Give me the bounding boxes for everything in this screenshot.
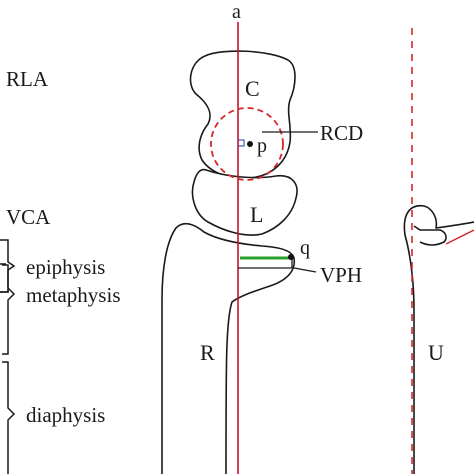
point-p-label: p bbox=[257, 135, 267, 157]
bone-l bbox=[191, 168, 298, 236]
bone-c-label: C bbox=[245, 76, 260, 101]
axis-label-a: a bbox=[232, 1, 241, 23]
bone-r-label: R bbox=[200, 340, 215, 365]
rcd-label: RCD bbox=[320, 121, 363, 145]
point-q bbox=[288, 254, 294, 260]
epiphysis-label: epiphysis bbox=[26, 255, 105, 279]
bone-u bbox=[403, 205, 474, 474]
vph-leader bbox=[293, 267, 317, 273]
bone-r bbox=[161, 222, 296, 474]
rcd-circle bbox=[210, 107, 284, 181]
bone-u-label: U bbox=[428, 340, 444, 365]
vca-label: VCA bbox=[6, 205, 51, 229]
metaphysis-range bbox=[2, 264, 16, 355]
ulna-notch bbox=[413, 225, 447, 246]
diaphysis-label: diaphysis bbox=[26, 403, 105, 427]
ulna-red-mark bbox=[445, 229, 474, 245]
right-angle-marker bbox=[238, 139, 245, 147]
vph-label: VPH bbox=[320, 263, 362, 287]
point-q-label: q bbox=[300, 237, 310, 259]
bone-l-label: L bbox=[250, 202, 263, 227]
rla-label: RLA bbox=[6, 67, 49, 91]
metaphysis-label: metaphysis bbox=[26, 283, 121, 307]
center-point-p bbox=[247, 141, 253, 147]
metaphysis-bracket-main bbox=[0, 290, 9, 293]
epiphysis-bracket bbox=[0, 239, 16, 293]
diaphysis-bracket bbox=[2, 361, 16, 474]
